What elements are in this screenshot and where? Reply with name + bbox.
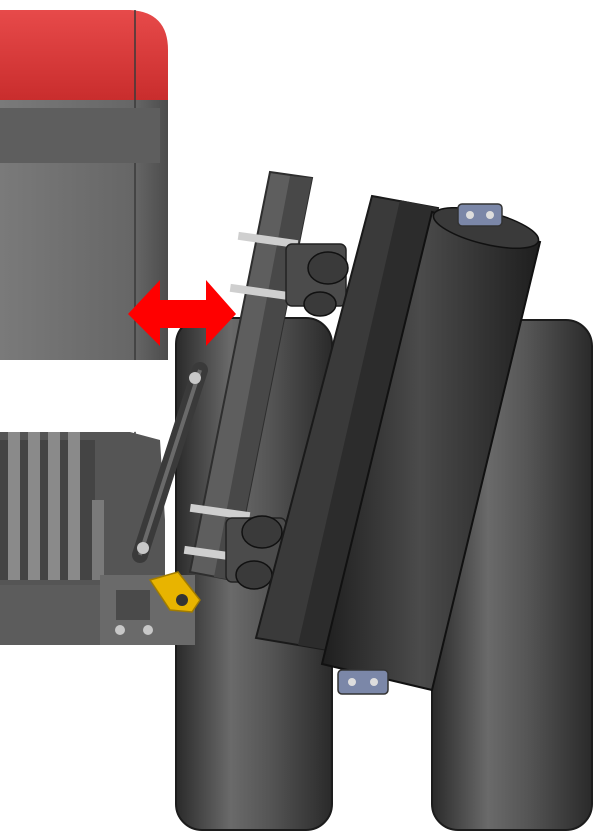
side-grille: [0, 432, 104, 580]
yellow-bracket: [148, 571, 201, 613]
double-headed-arrow-icon: [128, 280, 236, 346]
bottom-bearing: [337, 669, 389, 695]
top-bearing: [457, 203, 503, 227]
arm-mount-bottom: [225, 515, 287, 590]
arm-mount-top: [285, 243, 349, 317]
hydraulic-cylinder: [132, 362, 208, 563]
